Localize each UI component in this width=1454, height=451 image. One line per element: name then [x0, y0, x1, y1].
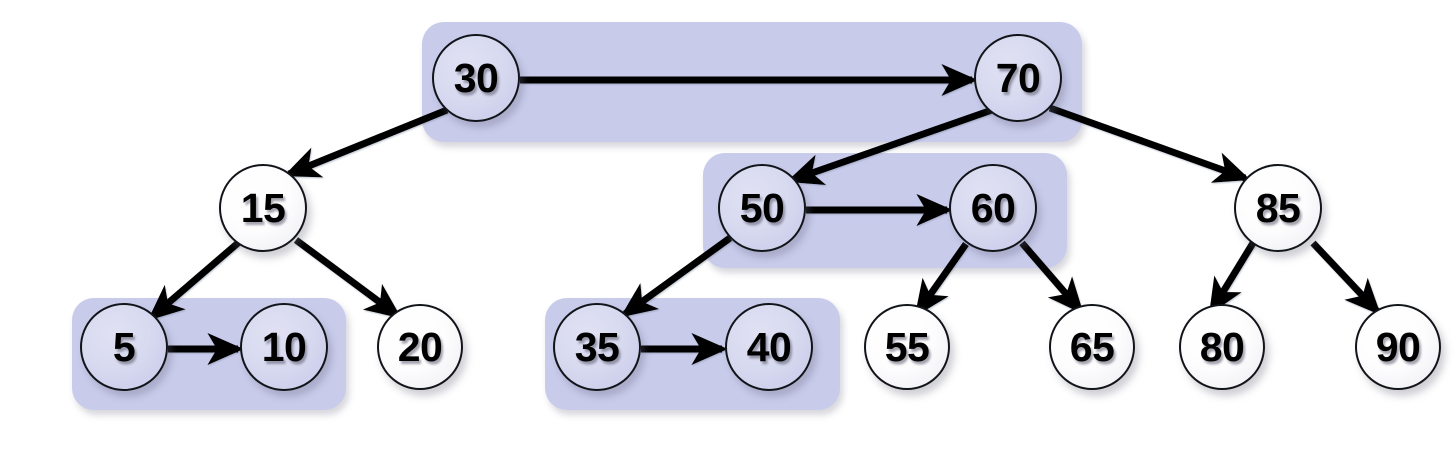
tree-node-label: 10 [261, 323, 307, 370]
tree-node-70[interactable]: 70 [974, 34, 1062, 122]
tree-node-label: 5 [112, 323, 136, 370]
tree-node-20[interactable]: 20 [377, 304, 463, 390]
tree-node-label: 50 [739, 184, 785, 231]
tree-node-label: 85 [1255, 184, 1301, 231]
tree-node-label: 20 [397, 323, 443, 370]
tree-node-label: 40 [746, 323, 792, 370]
tree-node-label: 30 [453, 54, 499, 101]
tree-node-label: 55 [884, 323, 930, 370]
tree-node-60[interactable]: 60 [949, 164, 1037, 252]
tree-node-65[interactable]: 65 [1049, 304, 1135, 390]
tree-node-85[interactable]: 85 [1234, 164, 1322, 252]
tree-node-label: 80 [1199, 323, 1245, 370]
edge-85-80 [1208, 241, 1256, 315]
tree-node-80[interactable]: 80 [1179, 304, 1265, 390]
tree-node-label: 15 [240, 184, 286, 231]
tree-node-40[interactable]: 40 [725, 303, 813, 391]
tree-node-90[interactable]: 90 [1355, 304, 1441, 390]
tree-node-label: 60 [970, 184, 1016, 231]
tree-node-15[interactable]: 15 [219, 164, 307, 252]
tree-node-10[interactable]: 10 [240, 303, 328, 391]
tree-node-label: 65 [1069, 323, 1115, 370]
tree-node-label: 90 [1375, 323, 1421, 370]
tree-node-label: 70 [995, 54, 1041, 101]
tree-node-55[interactable]: 55 [864, 304, 950, 390]
tree-node-label: 35 [574, 323, 620, 370]
tree-node-30[interactable]: 30 [432, 34, 520, 122]
tree-node-5[interactable]: 5 [80, 303, 168, 391]
tree-node-35[interactable]: 35 [553, 303, 641, 391]
tree-node-50[interactable]: 50 [718, 164, 806, 252]
edge-85-90 [1310, 240, 1381, 316]
